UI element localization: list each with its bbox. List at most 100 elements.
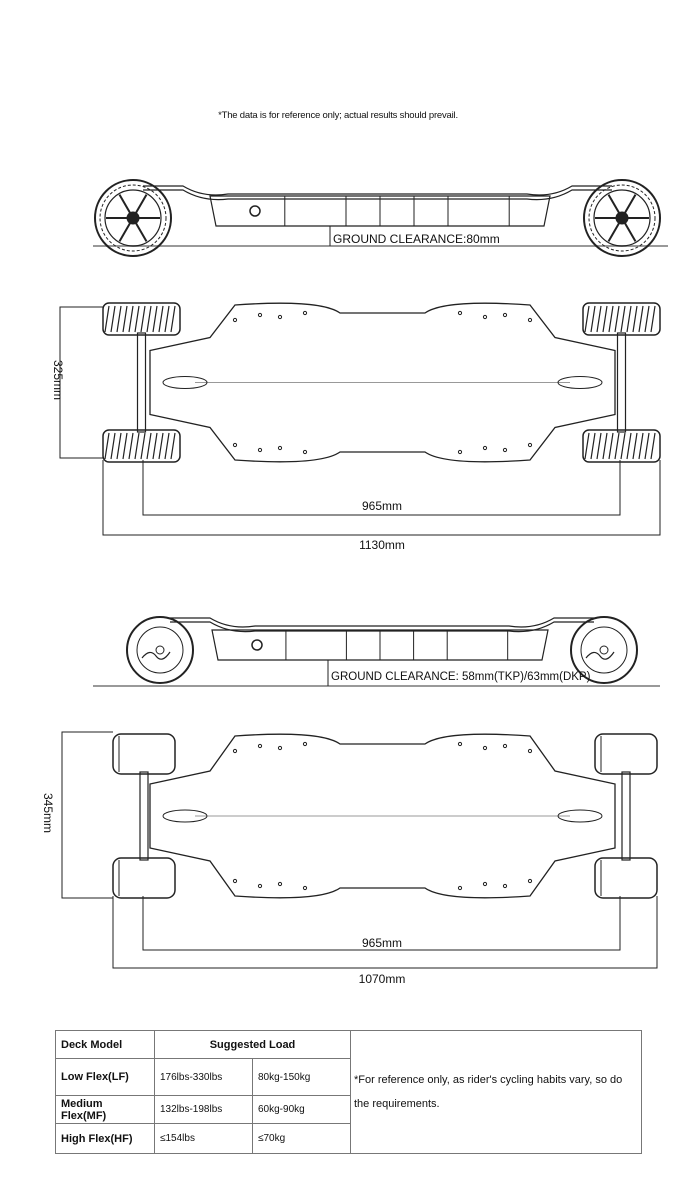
tread-mark bbox=[644, 305, 650, 333]
width-dimension-line bbox=[59, 306, 103, 459]
tread-mark bbox=[152, 432, 158, 460]
tread-mark bbox=[134, 432, 140, 460]
rim-spoke bbox=[118, 194, 132, 215]
width-label-1: 325mm bbox=[51, 360, 65, 400]
rim-spoke bbox=[607, 194, 621, 215]
mount-hole bbox=[302, 449, 308, 455]
mount-hole bbox=[527, 317, 533, 323]
tread-mark bbox=[140, 305, 146, 333]
side-view-all-terrain bbox=[93, 179, 668, 257]
mount-hole bbox=[527, 748, 533, 754]
mount-hole bbox=[302, 885, 308, 891]
suggested-load-table: Deck Model Suggested Load *For reference… bbox=[55, 1030, 642, 1154]
table-row: Medium Flex(MF) 132lbs-198lbs 60kg-90kg bbox=[55, 1095, 642, 1124]
charge-port-icon bbox=[251, 639, 263, 651]
wheel-top bbox=[582, 429, 661, 463]
tread-mark bbox=[110, 305, 116, 333]
truck-baseplate bbox=[557, 376, 603, 389]
rim-spoke bbox=[623, 221, 637, 242]
mount-hole bbox=[482, 314, 488, 320]
deck-profile bbox=[170, 617, 594, 633]
truck-axle bbox=[616, 332, 627, 433]
tread-mark bbox=[158, 305, 164, 333]
tire-tread bbox=[588, 184, 656, 252]
mount-hole bbox=[482, 745, 488, 751]
ground-clearance-label-1: GROUND CLEARANCE:80mm bbox=[333, 232, 500, 246]
side-view-street bbox=[93, 616, 660, 687]
tread-mark bbox=[128, 432, 134, 460]
mount-hole bbox=[302, 741, 308, 747]
hub bbox=[155, 645, 165, 655]
ground-clearance-label-2: GROUND CLEARANCE: 58mm(TKP)/63mm(DKP) bbox=[331, 671, 591, 683]
mount-hole bbox=[232, 442, 238, 448]
tread-mark bbox=[122, 432, 128, 460]
tread-mark bbox=[116, 305, 122, 333]
rim-spoke bbox=[134, 194, 148, 215]
tread-mark bbox=[626, 432, 632, 460]
mount-hole bbox=[257, 447, 263, 453]
mount-hole bbox=[502, 743, 508, 749]
deck-model-cell: High Flex(HF) bbox=[55, 1123, 155, 1154]
mount-hole bbox=[502, 883, 508, 889]
tread-mark bbox=[602, 432, 608, 460]
mount-hole bbox=[457, 885, 463, 891]
mount-hole bbox=[257, 883, 263, 889]
mount-hole bbox=[232, 748, 238, 754]
mount-hole bbox=[277, 881, 283, 887]
tread-mark bbox=[104, 305, 110, 333]
tread-mark bbox=[164, 305, 170, 333]
load-lbs-cell: ≤154lbs bbox=[154, 1123, 253, 1154]
header-deck-model: Deck Model bbox=[55, 1030, 155, 1059]
tread-mark bbox=[608, 305, 614, 333]
wheel bbox=[583, 179, 661, 257]
tread-mark bbox=[602, 305, 608, 333]
tread-mark bbox=[596, 432, 602, 460]
tread-mark bbox=[152, 305, 158, 333]
wheel-logo bbox=[585, 651, 615, 660]
mount-hole bbox=[232, 317, 238, 323]
top-view-street bbox=[61, 731, 658, 969]
rim-spoke bbox=[118, 221, 132, 242]
tread-mark bbox=[104, 432, 110, 460]
wheel-top bbox=[594, 733, 658, 775]
tread-mark bbox=[590, 305, 596, 333]
top-view-all-terrain bbox=[59, 302, 661, 536]
mount-hole bbox=[457, 741, 463, 747]
mount-hole bbox=[502, 312, 508, 318]
deck-model-cell: Medium Flex(MF) bbox=[55, 1095, 155, 1124]
deck-profile bbox=[143, 185, 612, 201]
wheel-top bbox=[112, 733, 176, 775]
tread-mark bbox=[146, 305, 152, 333]
wheelbase-label-2: 965mm bbox=[362, 936, 402, 950]
wheel-core bbox=[580, 626, 628, 674]
tread-mark bbox=[620, 432, 626, 460]
skateboard-diagrams: GROUND CLEARANCE:80mm 325mm 965mm 1130mm… bbox=[41, 179, 668, 986]
mount-hole bbox=[482, 881, 488, 887]
truck-axle bbox=[139, 771, 149, 861]
tread-mark bbox=[116, 432, 122, 460]
deck-model-cell: Low Flex(LF) bbox=[55, 1058, 155, 1096]
load-kg-cell: ≤70kg bbox=[252, 1123, 351, 1154]
length-dimension-line bbox=[112, 896, 658, 969]
table-row: Low Flex(LF) 176lbs-330lbs 80kg-150kg bbox=[55, 1058, 642, 1096]
tread-mark bbox=[110, 432, 116, 460]
wheel-logo bbox=[141, 651, 171, 660]
mount-hole bbox=[277, 745, 283, 751]
wheelbase-dimension-line bbox=[142, 896, 621, 951]
hub bbox=[126, 211, 140, 225]
tread-mark bbox=[170, 432, 176, 460]
deck-outline bbox=[149, 302, 616, 463]
wheelbase-label-1: 965mm bbox=[362, 499, 402, 513]
truck-baseplate bbox=[162, 376, 208, 389]
tread-mark bbox=[638, 305, 644, 333]
rim-spoke bbox=[623, 194, 637, 215]
mount-hole bbox=[257, 312, 263, 318]
length-dimension-line bbox=[102, 460, 661, 536]
tread-mark bbox=[632, 305, 638, 333]
wheelbase-dimension-line bbox=[142, 460, 621, 516]
rim-spoke bbox=[134, 221, 148, 242]
wheel-top bbox=[582, 302, 661, 336]
hub bbox=[615, 211, 629, 225]
mount-hole bbox=[527, 878, 533, 884]
mount-hole bbox=[232, 878, 238, 884]
